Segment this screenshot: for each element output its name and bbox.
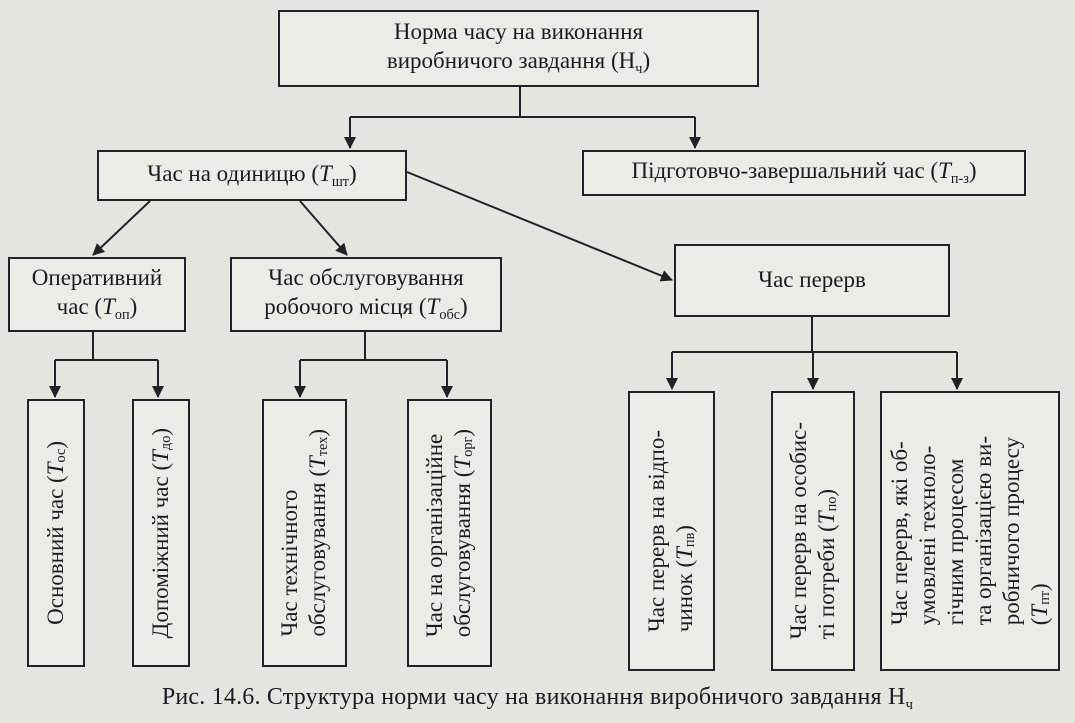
node-oper-label: час ( — [56, 293, 103, 319]
node-serv-symbol: T — [426, 293, 440, 319]
node-org-line2: обслуговування (Tорг) — [449, 429, 477, 637]
node-tech: Час технічного обслуговування (Tтех) — [262, 399, 347, 667]
node-tp-open: ( — [1026, 617, 1052, 626]
node-oper-close: ) — [129, 293, 138, 319]
node-rest-line2: чинок (Tпв) — [671, 430, 699, 632]
node-org-sub: орг — [460, 436, 477, 457]
node-oper-line2: час (Tоп) — [32, 293, 162, 325]
node-main-label: Основний час ( — [42, 475, 68, 625]
node-org-symbol: T — [450, 456, 476, 470]
node-tech-line1: Час технічного — [277, 489, 303, 637]
node-org-close: ) — [450, 428, 476, 437]
node-rest-close: ) — [672, 524, 698, 533]
node-personal-symbol: T — [813, 511, 839, 525]
node-aux-sub: до — [157, 435, 174, 450]
node-main-close: ) — [42, 441, 68, 449]
node-tech-sub: тех — [315, 436, 332, 457]
node-org-line1: Час на організаційне — [422, 433, 448, 638]
node-oper-sub: оп — [114, 306, 130, 323]
node-org: Час на організаційне обслуговування (Tор… — [407, 399, 492, 667]
node-root-sub: ч — [635, 60, 643, 77]
node-prep-close: ) — [968, 158, 977, 184]
node-serv-line1: Час обслуговування — [268, 265, 464, 291]
node-personal: Час перерв на особис- ті потреби (Tпо) — [771, 391, 855, 671]
node-prep-label: Підготовчо-завершальний час ( — [631, 158, 939, 184]
node-tp-line5: робничого процесу — [998, 437, 1024, 626]
node-root-line2-text: виробничого завдання (Н — [386, 47, 636, 73]
node-unit-label: Час на одиницю ( — [147, 160, 320, 186]
arrow-to-breaks — [406, 171, 673, 282]
node-root-line2: виробничого завдання (Нч) — [387, 47, 650, 79]
node-oper-line1: Оперативний — [31, 265, 163, 291]
node-tp-sub: пт — [1036, 591, 1053, 606]
node-prep-symbol: T — [938, 158, 951, 184]
node-aux-symbol: T — [147, 449, 173, 463]
node-serv-sub: обс — [439, 306, 461, 323]
node-rest-sub: пв — [682, 532, 699, 547]
node-breaks-label: Час перерв — [758, 267, 866, 293]
node-tp-symbol: T — [1026, 605, 1052, 618]
node-rest-line1: Час перерв на відпо- — [644, 429, 670, 633]
node-unit-close: ) — [349, 160, 357, 186]
node-prep: Підготовчо-завершальний час (Tп-з) — [582, 150, 1026, 196]
node-aux-close: ) — [147, 427, 173, 436]
node-root-close: ) — [642, 47, 651, 73]
node-tech-close: ) — [305, 429, 331, 437]
figure-caption-sub: ч — [905, 697, 914, 714]
node-prep-sub: п-з — [950, 171, 969, 188]
node-main: Основний час (Tос) — [27, 399, 85, 667]
figure-caption: Рис. 14.6. Структура норми часу на викон… — [0, 684, 1075, 714]
figure-caption-text: Рис. 14.6. Структура норми часу на викон… — [161, 684, 906, 710]
node-serv: Час обслуговування робочого місця (Tобс) — [230, 257, 502, 332]
arrow-to-oper — [92, 200, 151, 256]
node-main-sub: ос — [52, 448, 69, 463]
node-tech-label: обслуговування ( — [305, 469, 331, 637]
node-main-symbol: T — [42, 462, 68, 476]
node-root: Норма часу на виконання виробничого завд… — [278, 10, 759, 87]
node-tp-line6: (Tпт) — [1026, 436, 1054, 626]
node-tp-line1: Час перерв, які об- — [886, 441, 912, 626]
node-rest: Час перерв на відпо- чинок (Tпв) — [628, 391, 715, 671]
node-serv-label: робочого місця ( — [264, 293, 427, 319]
node-tp-close: ) — [1026, 583, 1052, 592]
node-serv-line2: робочого місця (Tобс) — [264, 293, 467, 325]
node-tp-line4: та організацією ви- — [970, 436, 996, 626]
node-oper: Оперативний час (Tоп) — [8, 257, 186, 332]
node-tech-line2: обслуговування (Tтех) — [304, 429, 332, 637]
node-unit-symbol: T — [319, 160, 332, 186]
node-breaks: Час перерв — [674, 244, 950, 317]
node-personal-close: ) — [813, 489, 839, 497]
node-unit: Час на одиницю (Tшт) — [97, 150, 407, 201]
node-org-label: обслуговування ( — [450, 469, 476, 638]
node-aux: Допоміжний час (Tдо) — [132, 399, 190, 667]
node-tp-line3: гічним процесом — [942, 459, 968, 626]
arrow-to-serv — [299, 200, 348, 256]
node-rest-label: чинок ( — [672, 559, 698, 633]
node-tp-line2: умовлені техноло- — [914, 446, 940, 626]
node-tech-symbol: T — [305, 456, 331, 470]
node-personal-label: ті потреби ( — [813, 524, 839, 640]
node-unit-sub: шт — [331, 173, 350, 190]
node-rest-symbol: T — [672, 546, 698, 560]
node-serv-close: ) — [460, 293, 468, 319]
node-tp: Час перерв, які об- умовлені техноло- гі… — [880, 391, 1060, 671]
node-personal-sub: по — [823, 496, 840, 512]
node-root-line1: Норма часу на виконання — [393, 19, 644, 45]
node-personal-line1: Час перерв на особис- — [785, 422, 811, 640]
node-oper-symbol: T — [102, 293, 115, 319]
node-personal-line2: ті потреби (Tпо) — [813, 422, 841, 639]
node-aux-label: Допоміжний час ( — [147, 462, 173, 639]
